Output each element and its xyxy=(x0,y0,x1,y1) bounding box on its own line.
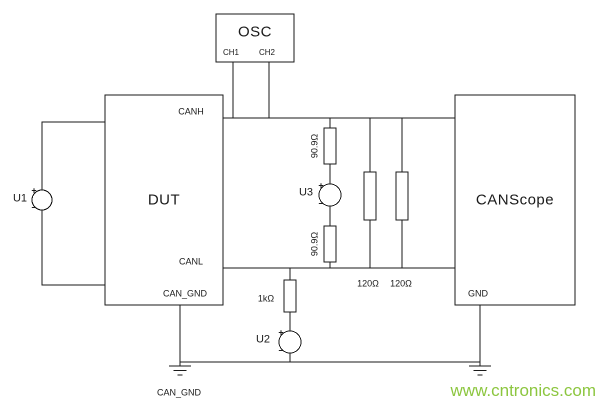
source-u3-circle xyxy=(318,183,342,207)
u3-minus-sign: − xyxy=(318,198,324,209)
osc-ch2-label: CH2 xyxy=(258,48,276,57)
u1-minus-sign: − xyxy=(31,202,37,213)
osc-ch1-label: CH1 xyxy=(222,48,240,57)
osc-box xyxy=(215,13,295,63)
resistor-split-bottom-body xyxy=(323,225,337,263)
resistor-load-body xyxy=(283,279,297,313)
u3-plus-sign: + xyxy=(318,180,324,191)
resistor-termination-2-label: 120Ω xyxy=(390,278,412,289)
u1-plus-sign: + xyxy=(31,185,37,196)
source-u2-circle xyxy=(278,330,302,354)
osc-title: OSC xyxy=(237,23,273,41)
bottom-can-gnd-label: CAN_GND xyxy=(156,387,202,398)
resistor-split-bottom-label: 90.9Ω xyxy=(309,231,320,257)
canscope-pin-gnd-label: GND xyxy=(468,288,488,299)
u3-label: U3 xyxy=(298,186,314,199)
ground-symbol-left xyxy=(169,365,191,376)
source-u1-circle xyxy=(31,189,53,211)
u2-minus-sign: − xyxy=(278,345,284,356)
watermark-text: www.cntronics.com xyxy=(450,381,596,400)
u2-plus-sign: + xyxy=(278,327,284,338)
dut-title: DUT xyxy=(147,191,181,209)
resistor-split-top-body xyxy=(323,127,337,165)
u2-label: U2 xyxy=(255,333,271,346)
dut-pin-canh-label: CANH xyxy=(178,106,204,117)
resistor-split-top-label: 90.9Ω xyxy=(309,133,320,159)
canscope-title: CANScope xyxy=(475,191,555,209)
u1-label: U1 xyxy=(12,192,28,205)
dut-pin-canl-label: CANL xyxy=(178,256,204,267)
dut-pin-can-gnd-label: CAN_GND xyxy=(162,288,208,299)
wire-u1-bottom xyxy=(41,210,105,286)
dut-box xyxy=(104,94,224,306)
wire-u1-top xyxy=(41,121,105,190)
resistor-termination-1-label: 120Ω xyxy=(357,278,379,289)
resistor-termination-2-body xyxy=(395,171,409,221)
resistor-load-label: 1kΩ xyxy=(257,293,275,304)
canscope-box xyxy=(454,94,576,306)
resistor-termination-1-body xyxy=(363,171,377,221)
ground-symbol-right xyxy=(469,365,491,376)
